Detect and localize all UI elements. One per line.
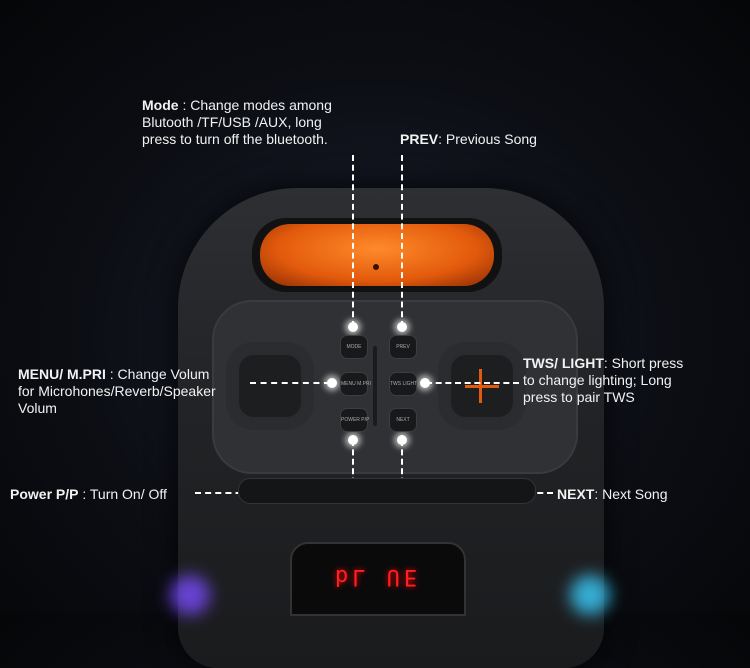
tws-text-2: to change lighting; Long — [523, 372, 672, 388]
mode-text-2: Blutooth /TF/USB /AUX, long — [142, 114, 322, 130]
mode-marker — [348, 322, 358, 332]
next-annotation: NEXT: Next Song — [557, 486, 668, 503]
power-button[interactable]: POWER P/P — [340, 408, 369, 432]
menu-label: MENU/ M.PRI — [18, 366, 106, 382]
tws-marker — [420, 378, 430, 388]
power-text: : Turn On/ Off — [78, 486, 167, 502]
panel-divider — [373, 346, 377, 426]
prev-marker — [397, 322, 407, 332]
mode-annotation: Mode : Change modes among Blutooth /TF/U… — [142, 97, 332, 148]
menu-leader — [250, 382, 330, 384]
power-label: Power P/P — [10, 486, 79, 502]
tws-leader — [426, 382, 519, 384]
tws-text: : Short press — [603, 355, 684, 371]
prev-text: : Previous Song — [438, 131, 537, 147]
handle-light — [260, 224, 494, 286]
prev-label: PREV — [400, 131, 439, 147]
next-leader-v — [401, 440, 403, 493]
tws-button[interactable]: TWS LIGHT — [389, 372, 417, 396]
rgb-light-left — [170, 575, 210, 615]
tws-annotation: TWS/ LIGHT: Short press to change lighti… — [523, 355, 683, 406]
led-display: bL UE — [290, 542, 466, 616]
next-label: NEXT — [557, 486, 595, 502]
menu-annotation: MENU/ M.PRI : Change Volum for Microhone… — [18, 366, 216, 417]
next-marker — [397, 435, 407, 445]
mode-text-3: press to turn off the bluetooth. — [142, 131, 328, 147]
handle-hole — [373, 264, 379, 270]
prev-button[interactable]: PREV — [389, 335, 417, 359]
rgb-light-right — [570, 575, 610, 615]
right-knob[interactable] — [448, 352, 516, 420]
plus-icon-bar — [465, 385, 499, 388]
power-leader-v — [352, 440, 354, 493]
prev-annotation: PREV: Previous Song — [400, 131, 537, 148]
left-knob[interactable] — [236, 352, 304, 420]
mode-button[interactable]: MODE — [340, 335, 368, 359]
menu-text: : Change Volum — [105, 366, 210, 382]
menu-marker — [327, 378, 337, 388]
display-text: bL UE — [334, 564, 422, 589]
power-marker — [348, 435, 358, 445]
power-annotation: Power P/P : Turn On/ Off — [10, 486, 167, 503]
next-button[interactable]: NEXT — [389, 408, 417, 432]
tws-text-3: press to pair TWS — [523, 389, 635, 405]
menu-button[interactable]: MENU M.PRI — [340, 372, 371, 396]
prev-leader — [401, 155, 403, 327]
mode-leader — [352, 155, 354, 327]
mode-text: : Change modes among — [178, 97, 332, 113]
tws-label: TWS/ LIGHT — [523, 355, 604, 371]
menu-text-3: Volum — [18, 400, 57, 416]
menu-text-2: for Microhones/Reverb/Speaker — [18, 383, 216, 399]
next-text: : Next Song — [594, 486, 668, 502]
grille-slot — [238, 478, 536, 504]
mode-label: Mode — [142, 97, 179, 113]
